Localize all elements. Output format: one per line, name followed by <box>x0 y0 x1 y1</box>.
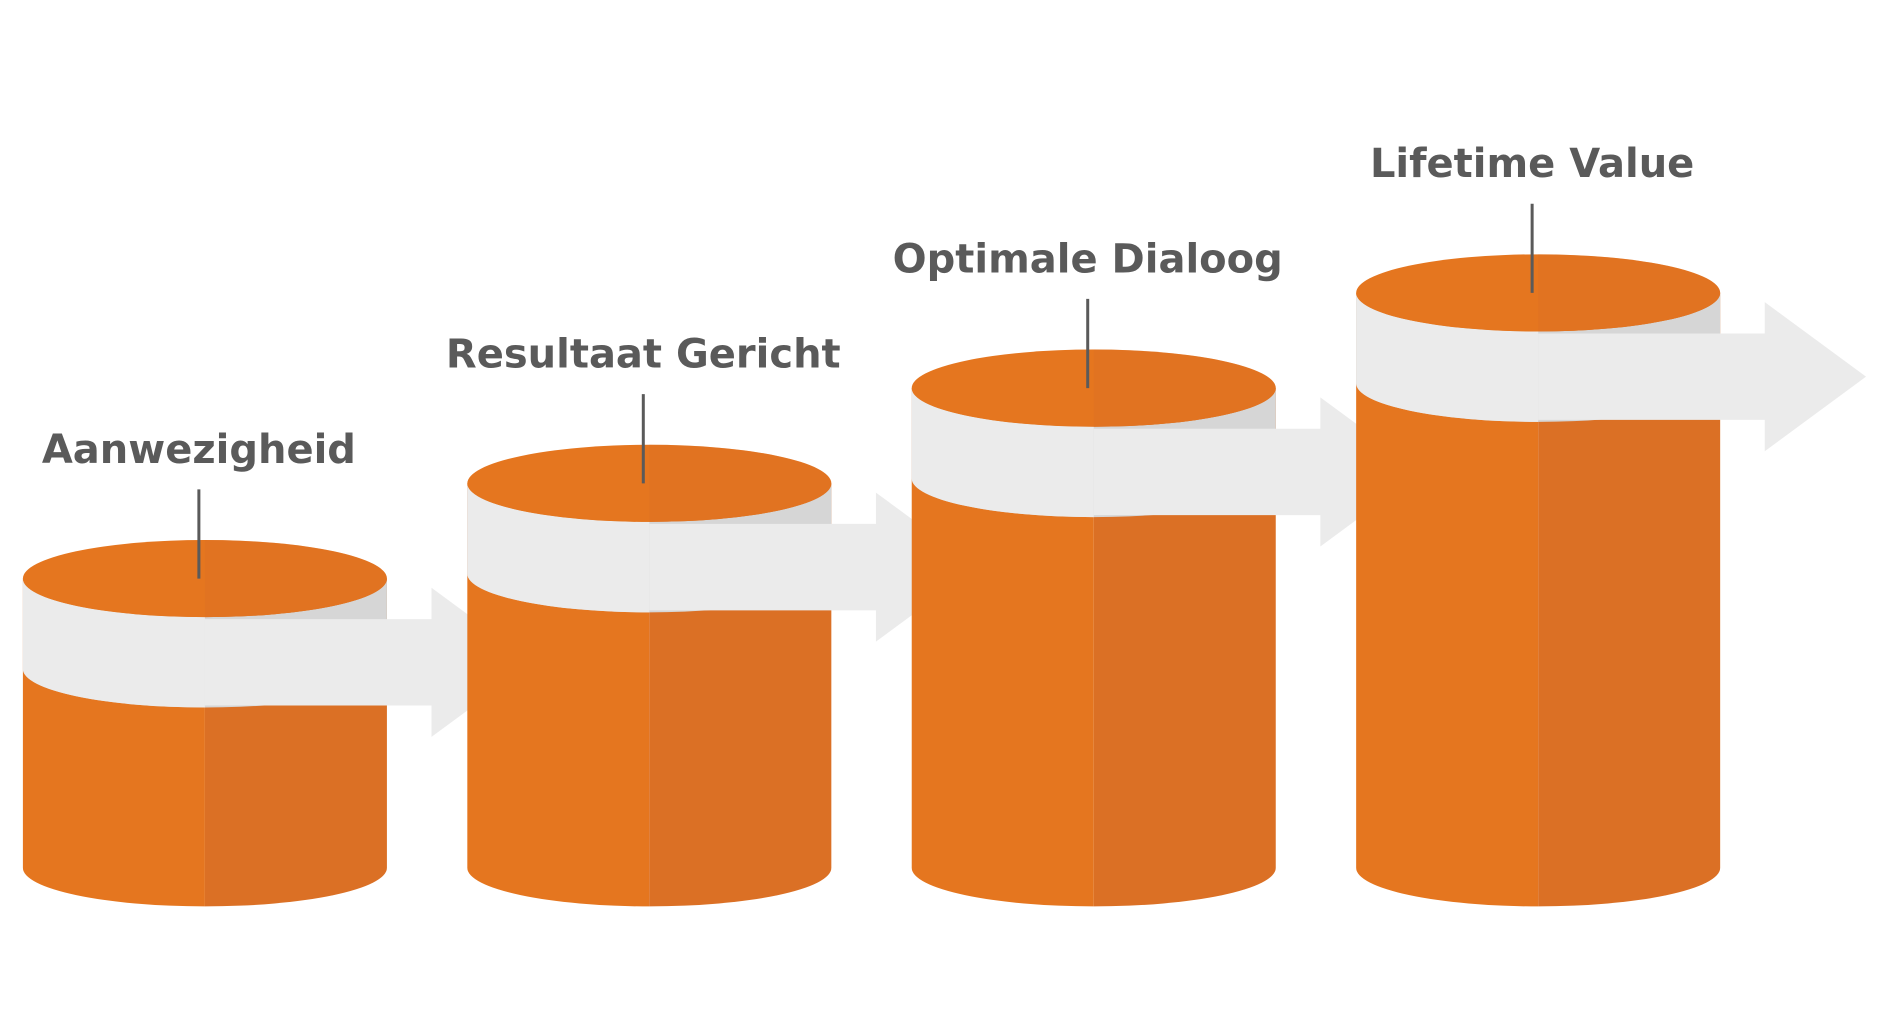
cylinder-body-light <box>1356 292 1539 907</box>
cylinder-top-shade <box>1093 349 1276 427</box>
step-label: Lifetime Value <box>1370 141 1694 187</box>
step-label: Aanwezigheid <box>42 427 356 473</box>
band-front <box>1356 292 1539 422</box>
band-front <box>911 388 1094 518</box>
progress-arrow <box>204 587 533 737</box>
cylinder-top <box>1356 254 1721 332</box>
step-label: Resultaat Gericht <box>446 332 841 378</box>
cylinder-top <box>22 540 387 618</box>
band-front <box>467 483 650 613</box>
cylinder-body-shade <box>1538 292 1721 907</box>
step-cylinder <box>1356 254 1867 907</box>
cylinder-top-shade <box>204 540 387 618</box>
band-front <box>22 578 205 708</box>
cylinder-top <box>911 349 1276 427</box>
step-cylinder <box>467 444 978 907</box>
cylinder-body-shade <box>1093 388 1276 907</box>
step-label: Optimale Dialoog <box>893 236 1283 282</box>
progress-arrow <box>1093 397 1422 547</box>
step-cylinder <box>22 540 533 907</box>
cylinder-body-light <box>911 388 1094 907</box>
cylinder-top-shade <box>1538 254 1721 332</box>
step-cylinder <box>911 349 1422 907</box>
progress-arrow <box>649 492 978 642</box>
cylinder-top-shade <box>649 444 832 522</box>
progress-arrow <box>1538 302 1867 452</box>
cylinder-top <box>467 444 832 522</box>
